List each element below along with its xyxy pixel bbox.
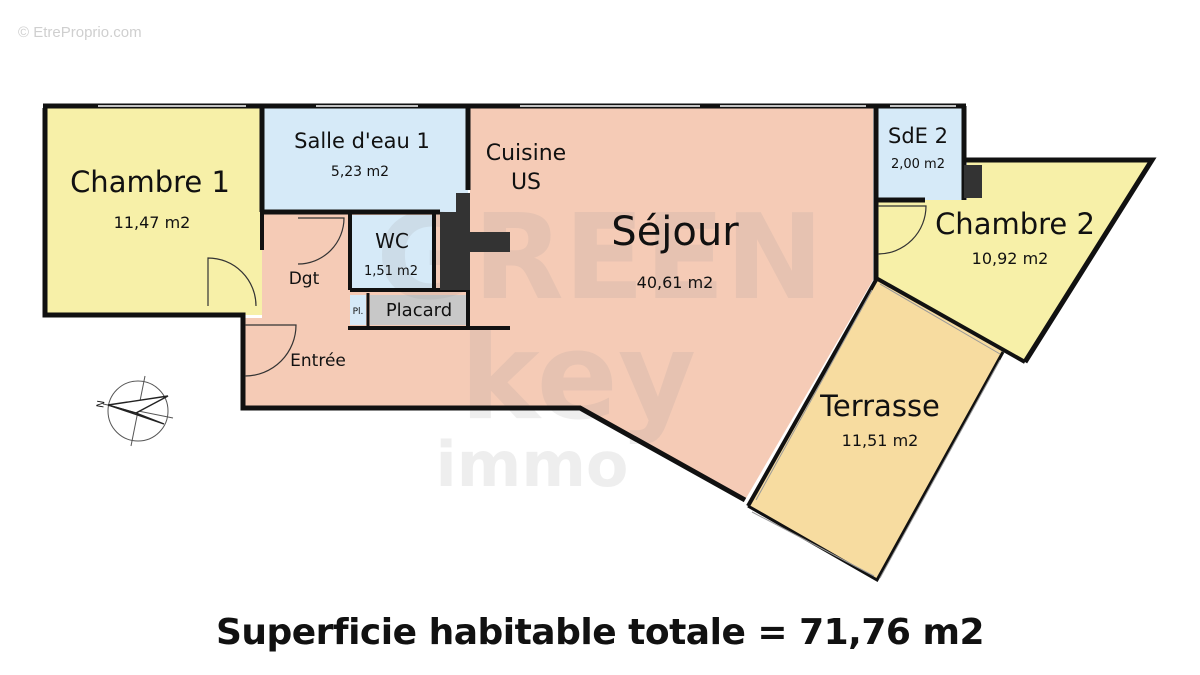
placard-name: Placard [386,300,452,321]
wc-area: 1,51 m2 [364,264,418,279]
room-chambre2 [876,160,1152,362]
salle-eau-1-area: 5,23 m2 [331,164,389,180]
sejour-name: Séjour [611,209,739,255]
total-area-label: Superficie habitable totale = 71,76 m2 [215,612,985,653]
brand-watermark: GREEN key immo [376,188,824,501]
cuisine-name: Cuisine [486,141,566,166]
chimney-ducts [440,165,982,290]
chambre1-name: Chambre 1 [70,165,230,199]
svg-text:immo: immo [435,428,628,501]
wc-name: WC [375,229,409,253]
terrasse-area: 11,51 m2 [842,431,919,450]
chambre2-area: 10,92 m2 [972,249,1049,268]
window-frames [751,283,1001,579]
cuisine-name-line2: US [511,170,541,195]
room-chambre1 [45,108,262,315]
room-salle-eau-1 [262,108,468,212]
room-pl [350,295,366,325]
sde2-name: SdE 2 [888,124,948,148]
source-watermark: © EtreProprio.com [18,24,142,41]
terrasse-name: Terrasse [819,389,940,423]
pl-name: Pl. [353,307,364,317]
chambre2-name: Chambre 2 [935,207,1095,241]
door-swings [207,205,927,377]
compass-n-label: N [95,400,107,409]
svg-text:key: key [460,308,696,447]
room-sejour [470,108,873,500]
sejour-area: 40,61 m2 [637,273,714,292]
sde2-area: 2,00 m2 [891,157,945,172]
room-sde2 [876,108,964,200]
room-terrasse [748,280,1003,580]
chambre1-area: 11,47 m2 [114,213,191,232]
entree-name: Entrée [290,351,346,371]
salle-eau-1-name: Salle d'eau 1 [294,129,430,153]
compass-icon: N [95,375,174,447]
room-placard [370,295,468,325]
room-wc [350,215,432,289]
dgt-name: Dgt [289,269,320,289]
